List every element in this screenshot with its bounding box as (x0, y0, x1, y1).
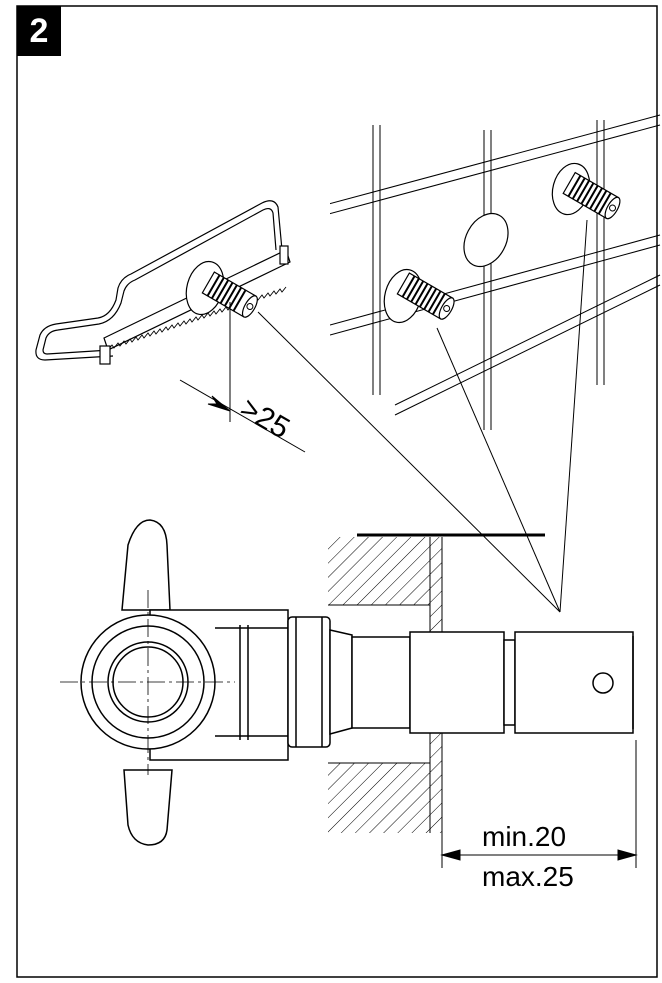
covered-outlet-oval (463, 212, 509, 268)
threaded-extension-icon (551, 162, 621, 220)
leader-lines (257, 219, 588, 613)
cut-length-label: >25 (235, 391, 296, 445)
threaded-extension-icon (383, 268, 455, 324)
step-number-badge: 2 (17, 6, 61, 56)
min-max-dimension: min.20 max.25 (440, 740, 638, 892)
max-dimension-label: max.25 (482, 861, 574, 892)
cut-length-dimension: >25 (179, 302, 306, 453)
tiled-wall (330, 114, 661, 430)
hacksaw-icon (35, 200, 291, 365)
threaded-extension-icon (185, 260, 258, 318)
panel-border (16, 5, 658, 978)
centerlines (60, 590, 235, 775)
min-dimension-label: min.20 (482, 821, 566, 852)
wall-section (328, 537, 443, 833)
